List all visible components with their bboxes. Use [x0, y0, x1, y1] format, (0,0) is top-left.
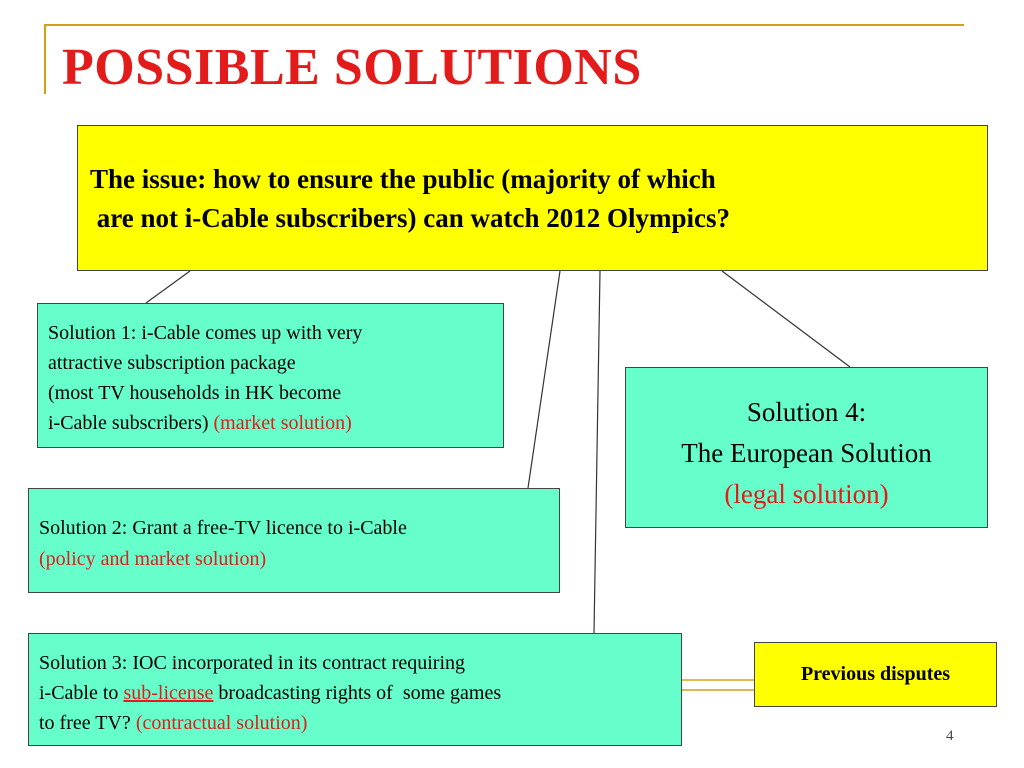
frame-left-rule [44, 24, 46, 94]
previous-disputes-box[interactable]: Previous disputes [754, 642, 997, 707]
connector-solution2 [527, 270, 561, 489]
frame-top-rule [44, 24, 964, 26]
solution-1-tag: (market solution) [213, 412, 352, 434]
slide-title: POSSIBLE SOLUTIONS [62, 39, 642, 96]
slide-number: 4 [946, 728, 954, 744]
solution-1-box: Solution 1: i-Cable comes up with very a… [37, 303, 504, 448]
solution-3-tag: (contractual solution) [135, 712, 308, 734]
issue-box: The issue: how to ensure the public (maj… [77, 125, 988, 271]
issue-line-1: The issue: how to ensure the public (maj… [90, 164, 716, 194]
solution-3-line-2: i-Cable to sub-license broadcasting righ… [39, 678, 681, 708]
solution-4-box: Solution 4: The European Solution (legal… [625, 367, 988, 528]
solution-1-line-2: attractive subscription package [48, 352, 296, 374]
solution-2-box: Solution 2: Grant a free-TV licence to i… [28, 488, 560, 593]
solution-4-line-1: Solution 4: [746, 397, 867, 427]
solution-3-line-2-pre: i-Cable to [39, 682, 124, 704]
solution-1-line-3: (most TV households in HK become [48, 382, 342, 404]
connector-solution4 [721, 270, 851, 368]
connector-solution1 [145, 270, 191, 304]
solution-3-line-3: to free TV? (contractual solution) [39, 708, 681, 738]
solution-4-tag: (legal solution) [724, 479, 889, 509]
solution-1-line-1: Solution 1: i-Cable comes up with very [48, 322, 363, 344]
solution-3-line-3-text: to free TV? [39, 712, 136, 734]
solution-3-box: Solution 3: IOC incorporated in its cont… [28, 633, 682, 746]
solution-1-line-4: i-Cable subscribers) (market solution) [48, 408, 503, 438]
solution-1-line-4-text: i-Cable subscribers) [48, 412, 214, 434]
sub-license-link[interactable]: sub-license [123, 682, 214, 704]
solution-3-line-2-post: broadcasting rights of some games [213, 682, 502, 704]
solution-2-tag: (policy and market solution) [39, 548, 267, 570]
solution-3-line-1: Solution 3: IOC incorporated in its cont… [39, 652, 466, 674]
solution-2-line-1: Solution 2: Grant a free-TV licence to i… [39, 517, 407, 539]
previous-disputes-label: Previous disputes [800, 663, 951, 685]
issue-line-2: are not i-Cable subscribers) can watch 2… [90, 203, 730, 233]
connector-solution3 [593, 270, 601, 634]
solution-4-line-2: The European Solution [681, 438, 932, 468]
